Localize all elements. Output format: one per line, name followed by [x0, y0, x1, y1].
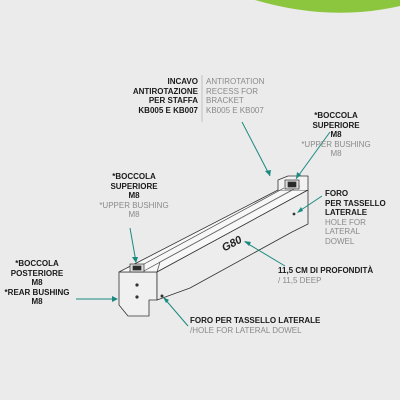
rear-end-bushing: [284, 179, 300, 190]
front-hole-top: [135, 283, 139, 287]
depth-label: 11,5 CM DI PROFONDITÀ / 11,5 DEEP: [278, 266, 374, 285]
recess-label-en: ANTIROTATION RECESS FOR BRACKET KB005 E …: [206, 77, 265, 115]
side-hole-label: FORO PER TASSELLO LATERALE HOLE FOR LATE…: [325, 189, 386, 246]
accent-swoosh: [255, 0, 400, 13]
leader-lines: [76, 121, 331, 327]
front-hole-bottom: [135, 295, 139, 299]
upper-bushing-right-label: *BOCCOLA SUPERIORE M8 *UPPER BUSHING M8: [301, 111, 371, 158]
rear-bushing-label: *BOCCOLA POSTERIORE M8 *REAR BUSHING M8: [4, 259, 70, 306]
upper-bushing-left-label: *BOCCOLA SUPERIORE M8 *UPPER BUSHING M8: [99, 172, 169, 219]
beam-front-face: [118, 271, 158, 317]
beam-slot: [132, 185, 301, 273]
lateral-dowel-hole: [160, 294, 164, 298]
bottom-hole-label: FORO PER TASSELLO LATERALE /HOLE FOR LAT…: [190, 316, 321, 335]
front-bushing: [129, 263, 145, 273]
rear-side-hole: [292, 212, 296, 216]
recess-label-it: INCAVO ANTIROTAZIONE PER STAFFA KB005 E …: [132, 77, 198, 115]
